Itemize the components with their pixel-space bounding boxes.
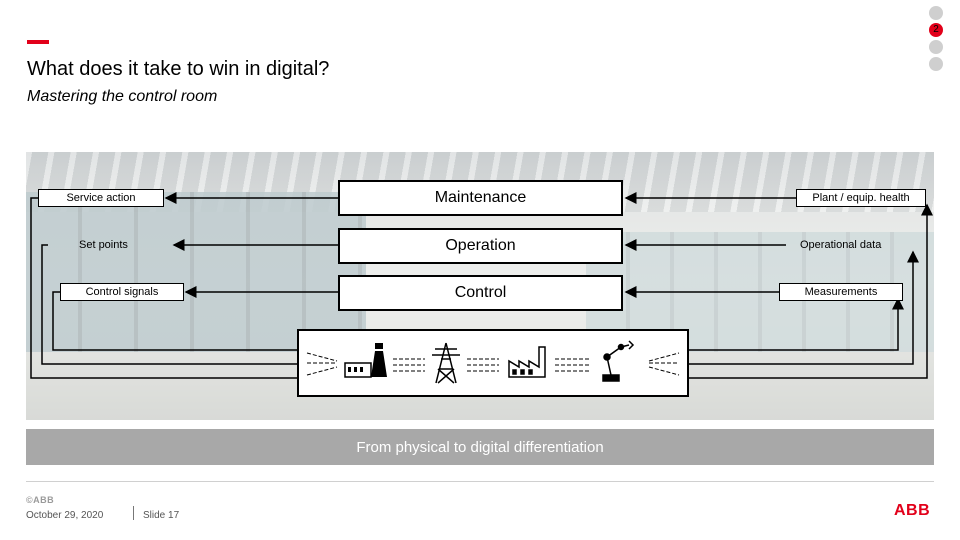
- left-label-set-points: Set points: [79, 239, 128, 251]
- right-label-operational-data: Operational data: [800, 239, 882, 251]
- footer-divider: [26, 481, 934, 482]
- accent-bar: [27, 40, 49, 44]
- slide-nav: 2: [929, 6, 943, 74]
- footer-date: October 29, 2020: [26, 510, 104, 521]
- abb-logo: ABB: [894, 502, 931, 519]
- physical-assets-icons: [306, 340, 680, 384]
- copyright-logo: ©ABB: [26, 495, 55, 505]
- right-label-plant-health: Plant / equip. health: [796, 189, 926, 207]
- robot-arm-icon: [602, 340, 635, 382]
- left-label-service-action: Service action: [38, 189, 164, 207]
- power-plant-icon: [344, 343, 387, 378]
- physical-assets-box: [297, 329, 689, 397]
- nav-dot[interactable]: [929, 6, 943, 20]
- nav-dot[interactable]: [929, 40, 943, 54]
- left-label-control-signals: Control signals: [60, 283, 184, 301]
- right-label-measurements: Measurements: [779, 283, 903, 301]
- transmission-tower-icon: [432, 342, 460, 384]
- center-box-maintenance: Maintenance: [338, 180, 623, 216]
- center-box-control: Control: [338, 275, 623, 311]
- page-subtitle: Mastering the control room: [27, 88, 218, 105]
- footer-separator: [133, 506, 134, 520]
- center-box-operation: Operation: [338, 228, 623, 264]
- factory-icon: [508, 346, 546, 378]
- footer-slide-number: Slide 17: [143, 510, 180, 521]
- nav-dot[interactable]: [929, 57, 943, 71]
- page-title: What does it take to win in digital?: [27, 58, 330, 80]
- nav-dot-active[interactable]: 2: [929, 23, 943, 37]
- differentiation-banner: From physical to digital differentiation: [26, 429, 934, 465]
